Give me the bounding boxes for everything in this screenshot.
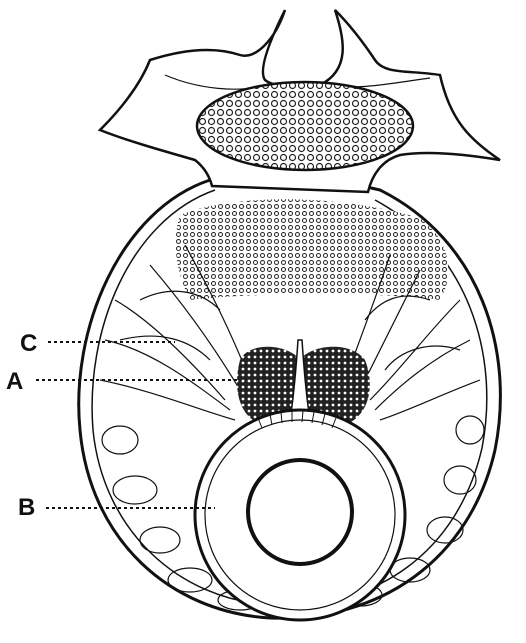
- granular-oval: [195, 80, 415, 172]
- label-b: B: [18, 494, 36, 521]
- leader-lines: [36, 341, 240, 509]
- striations: [257, 410, 337, 429]
- nucleolus: [246, 458, 354, 566]
- label-c: C: [20, 330, 38, 357]
- label-a: A: [6, 368, 24, 395]
- granular-band: [175, 199, 449, 300]
- nucleus-ring: [204, 419, 396, 611]
